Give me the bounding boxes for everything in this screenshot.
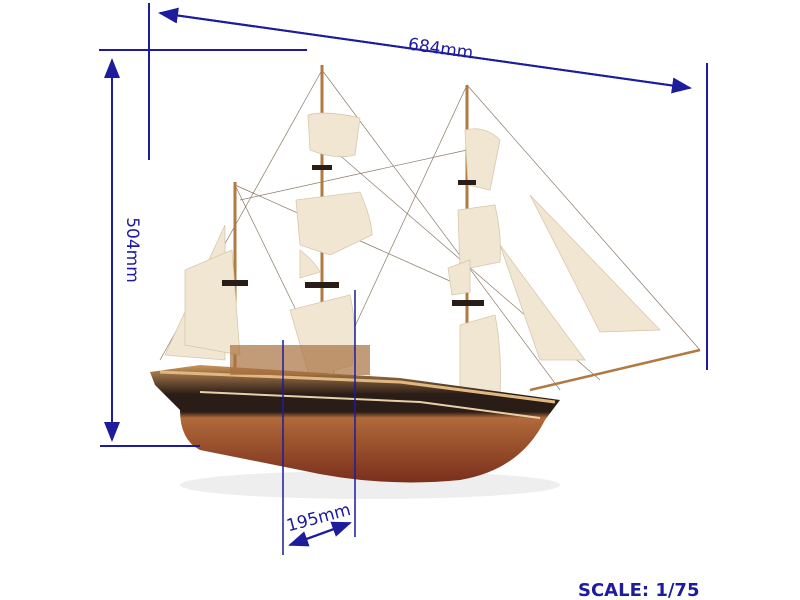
ship-model-photo [150,65,701,499]
height-label: 504mm [122,217,142,283]
scale-label: SCALE: 1/75 [578,580,699,600]
length-label: 684mm [407,35,475,64]
width-label: 195mm [284,500,353,536]
dimension-lines [99,3,708,555]
